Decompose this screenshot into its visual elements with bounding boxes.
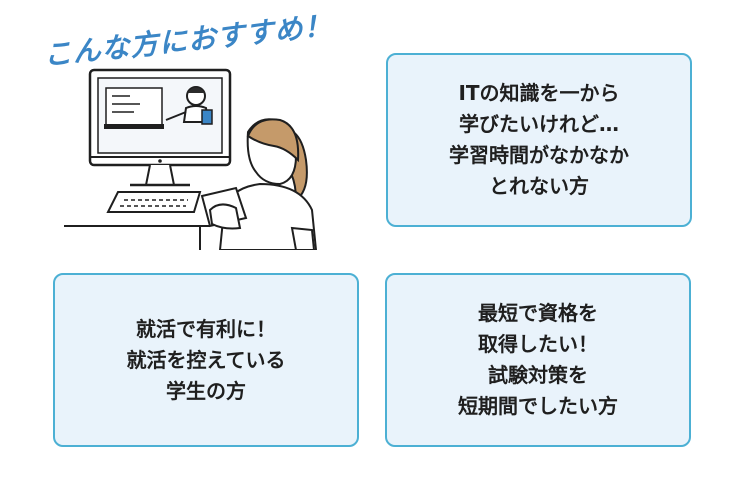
card-text: ITの知識を一から 学びたいけれど… 学習時間がなかなか とれない方 <box>449 81 629 198</box>
teacher-icon <box>165 86 213 125</box>
recommendation-card-certification: 最短で資格を 取得したい！ 試験対策を 短期間でしたい方 <box>385 273 691 447</box>
keyboard-icon <box>106 191 202 213</box>
card-text: 就活で有利に！ 就活を控えている 学生の方 <box>126 316 286 403</box>
monitor-icon <box>88 68 232 187</box>
online-lecture-illustration <box>64 68 318 250</box>
student-icon <box>200 118 318 250</box>
recommendation-card-beginner: ITの知識を一から 学びたいけれど… 学習時間がなかなか とれない方 <box>386 53 692 227</box>
card-text: 最短で資格を 取得したい！ 試験対策を 短期間でしたい方 <box>458 301 618 418</box>
recommendation-card-job-hunting: 就活で有利に！ 就活を控えている 学生の方 <box>53 273 359 447</box>
